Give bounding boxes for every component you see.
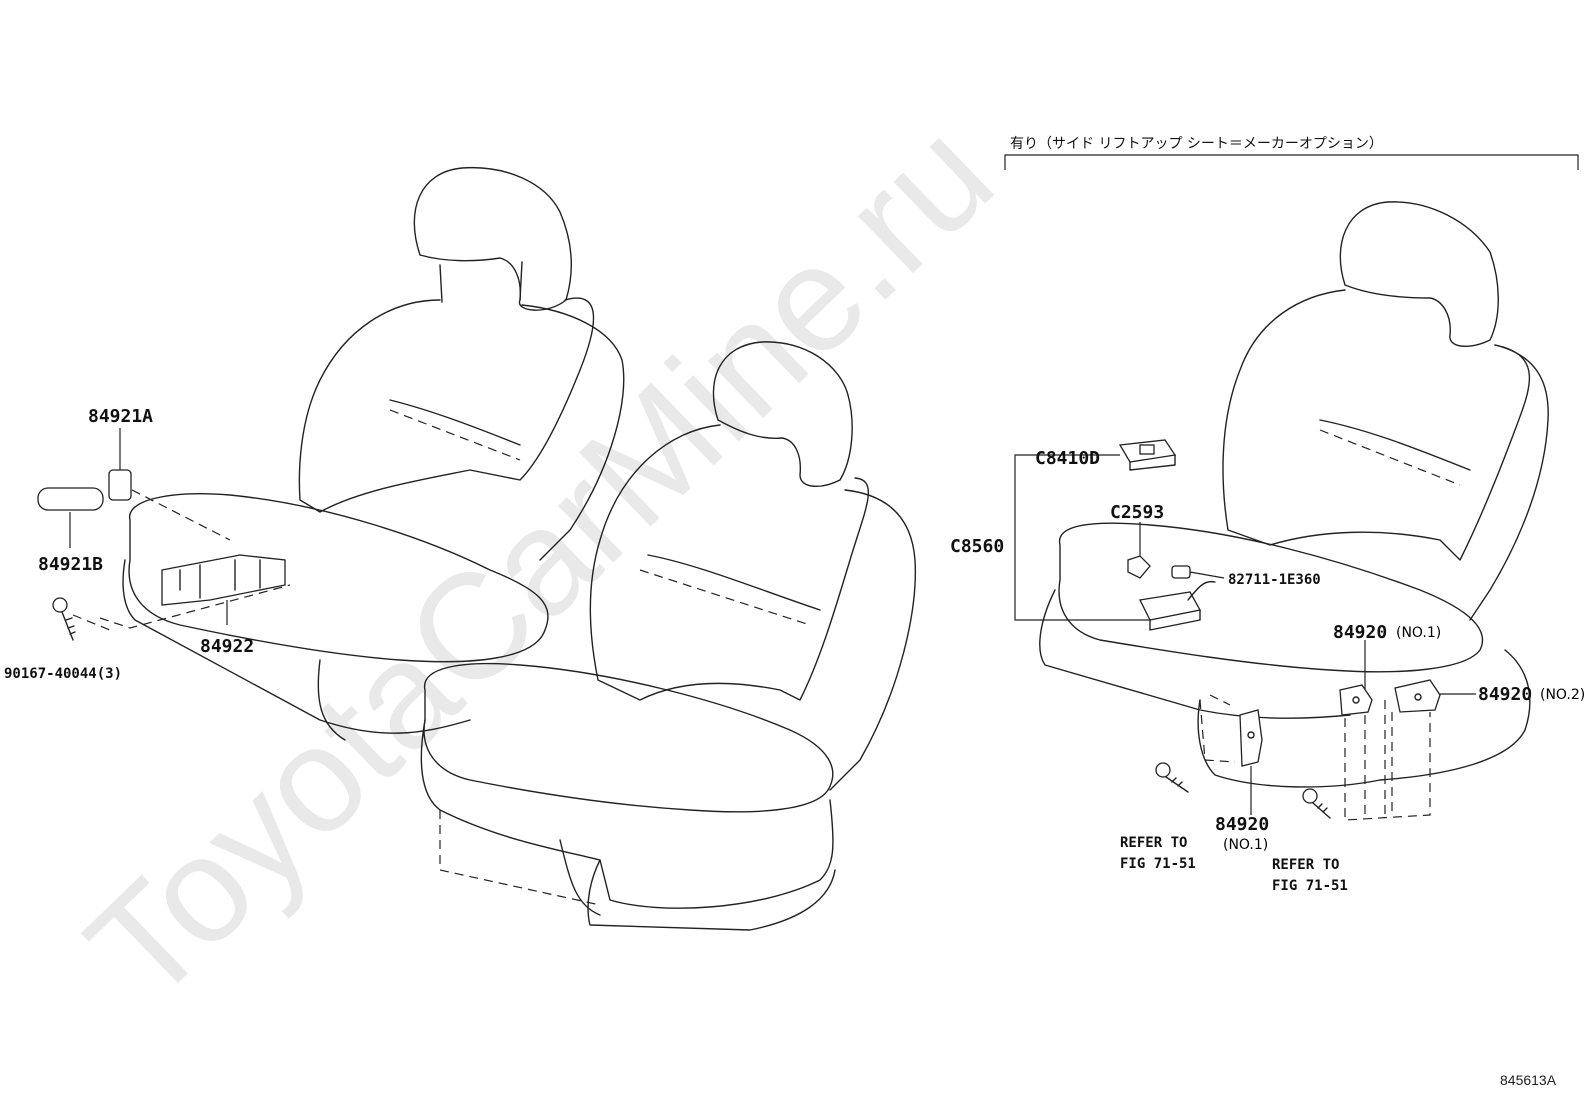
part-82711 xyxy=(1171,565,1225,579)
hinge-84920-no1-lower xyxy=(1239,709,1263,815)
option-bracket: 有り（サイド リフトアップ シート＝メーカーオプション） xyxy=(1004,136,1579,170)
bolt-right xyxy=(1302,788,1331,819)
refer-right-line2: FIG 71-51 xyxy=(1272,878,1348,894)
refer-right-line1: REFER TO xyxy=(1272,857,1339,873)
seat-left-front xyxy=(420,341,917,931)
label-84920-no2: 84920 xyxy=(1478,684,1532,705)
part-C8560-ecu xyxy=(1139,580,1216,631)
label-84920-lower-note: (NO.1) xyxy=(1223,837,1268,853)
hinge-84920-no2 xyxy=(1394,679,1476,713)
label-C2593: C2593 xyxy=(1110,502,1164,523)
label-82711-1E360: 82711-1E360 xyxy=(1228,572,1321,588)
c8560-bracket xyxy=(1014,454,1150,621)
label-84921B: 84921B xyxy=(38,554,103,575)
refer-left-line1: REFER TO xyxy=(1120,835,1187,851)
watermark: ToyotaCarMine.ru xyxy=(56,90,1024,1033)
hinge-84920-no1-upper xyxy=(1339,640,1373,716)
refer-left-line2: FIG 71-51 xyxy=(1120,856,1196,872)
label-84922: 84922 xyxy=(200,636,254,657)
part-84921B xyxy=(37,487,104,548)
part-84921A xyxy=(108,428,132,501)
part-84922 xyxy=(161,554,286,625)
label-84920-lower: 84920 xyxy=(1215,814,1269,835)
seat-right xyxy=(1039,201,1549,788)
dashed-links-left xyxy=(72,489,291,631)
part-C8410D xyxy=(1118,439,1177,471)
figure-code: 845613A xyxy=(1500,1072,1557,1088)
screw-90167 xyxy=(52,597,76,641)
option-note: 有り（サイド リフトアップ シート＝メーカーオプション） xyxy=(1010,136,1383,152)
label-C8560: C8560 xyxy=(950,536,1004,557)
label-C8410D: C8410D xyxy=(1035,448,1100,469)
label-84920-no2-note: (NO.2) xyxy=(1540,687,1585,703)
seat-left-rear xyxy=(122,166,625,741)
bolt-left xyxy=(1155,762,1189,793)
label-84921A: 84921A xyxy=(88,406,153,427)
dashed-links-right xyxy=(1199,694,1431,821)
label-84920-upper-note: (NO.1) xyxy=(1396,625,1441,641)
label-90167-40044: 90167-40044(3) xyxy=(4,666,122,682)
label-84920-upper: 84920 xyxy=(1333,622,1387,643)
part-C2593 xyxy=(1127,522,1151,579)
